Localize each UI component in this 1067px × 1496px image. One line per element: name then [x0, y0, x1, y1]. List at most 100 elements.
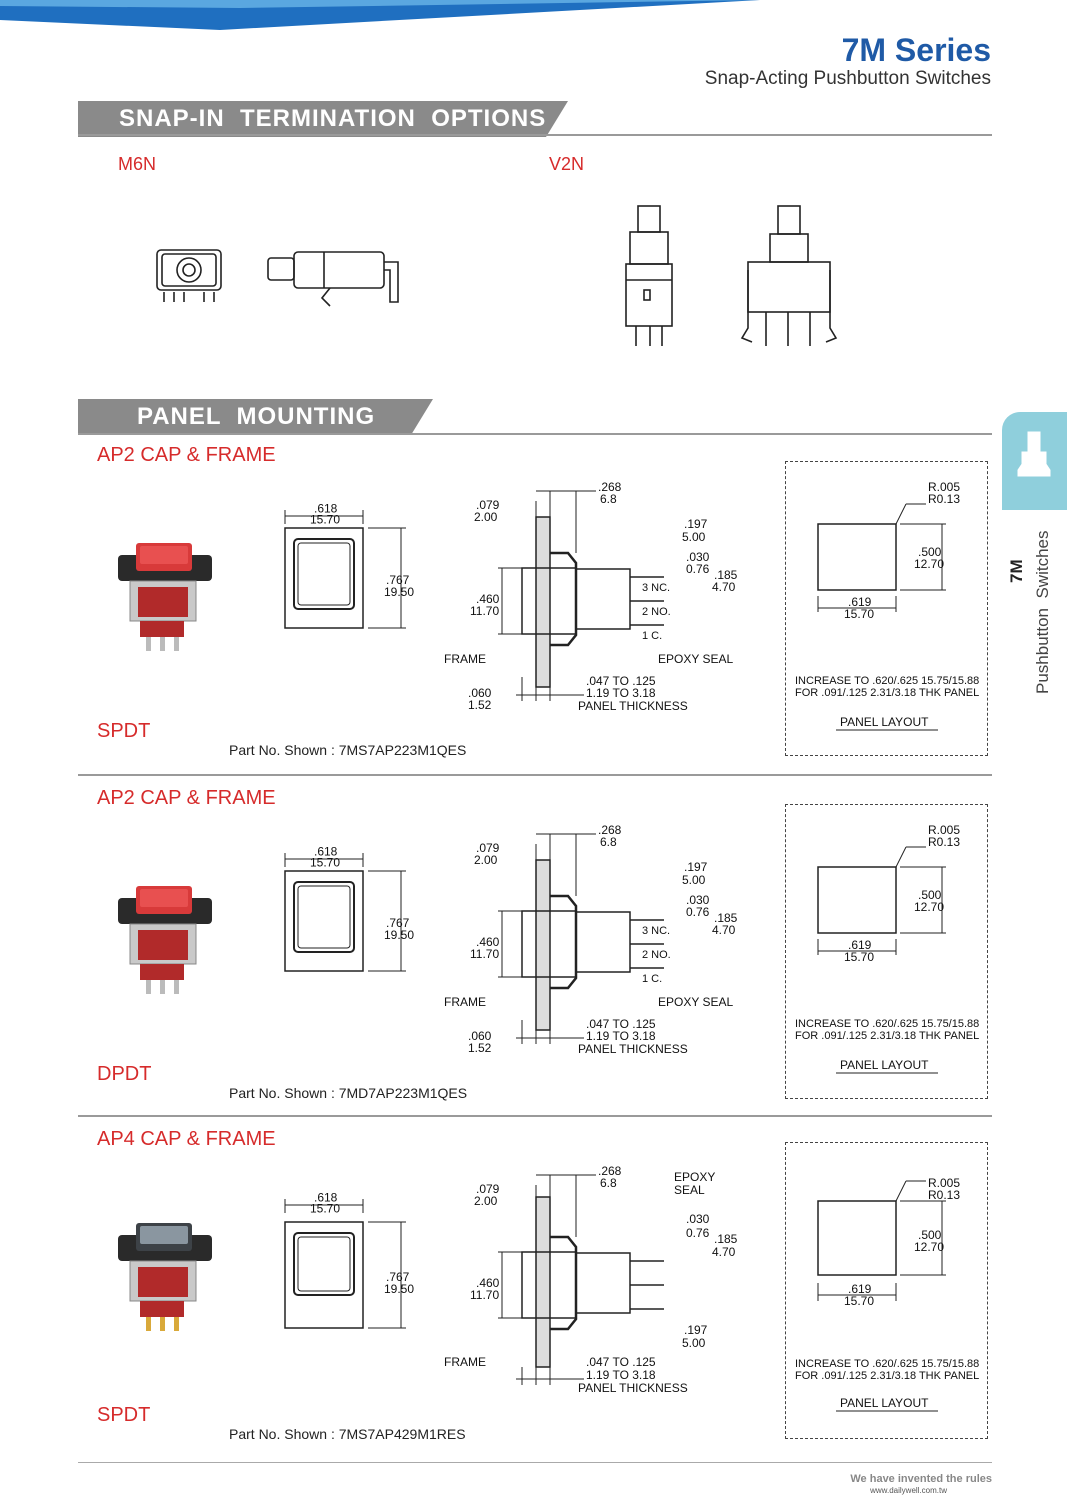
panel-heading: PANEL MOUNTING [137, 403, 376, 430]
frame-label: FRAME [444, 1355, 486, 1369]
thickness-mm: 1.19 TO 3.18 [586, 686, 656, 700]
part-number: Part No. Shown : 7MS7AP429M1RES [229, 1426, 466, 1442]
section-title: AP4 CAP & FRAME [97, 1128, 276, 1150]
dim-c-mm: 5.00 [682, 1336, 706, 1350]
thickness-in: .047 TO .125 [586, 1017, 656, 1031]
layout-note-1: INCREASE TO .620/.625 15.75/15.88 [795, 1358, 979, 1370]
dim-e-mm: 4.70 [712, 923, 736, 937]
panel-layout-label: PANEL LAYOUT [840, 1058, 929, 1072]
dim-a-mm: 2.00 [474, 853, 498, 867]
switch-type: SPDT [97, 1404, 151, 1426]
panel-layout-box: R.005 R0.13 .500 12.70 .619 15.70 INCREA… [785, 1142, 988, 1439]
front-height-mm: 19.50 [384, 1282, 414, 1296]
frame-label: FRAME [444, 995, 486, 1009]
frame-label: FRAME [444, 652, 486, 666]
layout-width-mm: 15.70 [844, 607, 874, 621]
terminal-c: 1 C. [642, 973, 662, 985]
layout-note-1: INCREASE TO .620/.625 15.75/15.88 [795, 1018, 979, 1030]
dim-e-in: .185 [714, 568, 738, 582]
dim-b-in: .268 [598, 1164, 622, 1178]
layout-note-1: INCREASE TO .620/.625 15.75/15.88 [795, 675, 979, 687]
layout-width-in: .619 [848, 938, 872, 952]
dim-a-mm: 2.00 [474, 1194, 498, 1208]
epoxy-seal-label: EPOXY SEAL [658, 652, 733, 666]
section-title: AP2 CAP & FRAME [97, 787, 276, 809]
front-height-in: .767 [386, 1270, 410, 1284]
panel-heading-bar: PANEL MOUNTING [78, 399, 433, 435]
dim-d-mm: 0.76 [686, 562, 710, 576]
layout-height-in: .500 [918, 888, 942, 902]
section-divider [78, 774, 992, 776]
front-height-mm: 19.50 [384, 585, 414, 599]
side-view-drawing: .079 2.00 .268 6.8 .460 11.70 .197 5.00 … [444, 823, 738, 1056]
footer-tagline: We have invented the rules [850, 1473, 992, 1485]
section-title: AP2 CAP & FRAME [97, 444, 276, 466]
layout-width-in: .619 [848, 1282, 872, 1296]
layout-height-in: .500 [918, 1228, 942, 1242]
front-height-in: .767 [386, 573, 410, 587]
layout-height-in: .500 [918, 545, 942, 559]
layout-note-2: FOR .091/.125 2.31/3.18 THK PANEL [795, 687, 979, 699]
dim-d-in: .030 [686, 550, 710, 564]
dim-c-in: .197 [684, 860, 708, 874]
front-width-mm: 15.70 [310, 513, 340, 527]
dim-a-in: .079 [476, 498, 500, 512]
side-view-drawing: .079 2.00 .268 6.8 .460 11.70 .197 5.00 … [444, 480, 738, 713]
dim-d-in: .030 [686, 1212, 710, 1226]
dim-f-in: .460 [476, 592, 500, 606]
section-divider [78, 1115, 992, 1117]
layout-width-mm: 15.70 [844, 950, 874, 964]
dim-f-in: .460 [476, 935, 500, 949]
dim-a-mm: 2.00 [474, 510, 498, 524]
front-width-mm: 15.70 [310, 856, 340, 870]
front-width-mm: 15.70 [310, 1202, 340, 1216]
side-view-labels: EPOXY SEAL [674, 1170, 715, 1197]
front-width-in: .618 [314, 502, 338, 516]
layout-width-mm: 15.70 [844, 1294, 874, 1308]
layout-height-mm: 12.70 [914, 900, 944, 914]
dim-e-in: .185 [714, 911, 738, 925]
front-view-drawing: .618 15.70 .767 19.50 [284, 845, 414, 972]
footer-url[interactable]: www.dailywell.com.tw [870, 1486, 947, 1495]
switch-photo [118, 543, 212, 651]
snapin-heading: SNAP-IN TERMINATION OPTIONS [119, 105, 547, 132]
dim-a-in: .079 [476, 841, 500, 855]
dim-b-mm: 6.8 [600, 492, 617, 506]
dim-g-mm: 1.52 [468, 1041, 492, 1055]
panel-layout-drawing: R.005 R0.13 .500 12.70 .619 15.70 INCREA… [795, 823, 979, 1074]
series-title: 7M Series [841, 32, 991, 68]
v2n-drawing [625, 205, 838, 346]
side-tab[interactable] [1002, 412, 1067, 510]
terminal-nc: 3 NC. [642, 925, 670, 937]
layout-height-mm: 12.70 [914, 557, 944, 571]
layout-radius-mm: R0.13 [928, 1188, 960, 1202]
layout-radius-in: R.005 [928, 1176, 960, 1190]
series-subtitle: Snap-Acting Pushbutton Switches [704, 68, 991, 89]
snapin-rule [78, 134, 992, 136]
panel-rule [78, 433, 992, 435]
layout-radius-in: R.005 [928, 480, 960, 494]
layout-height-mm: 12.70 [914, 1240, 944, 1254]
front-width-in: .618 [314, 845, 338, 859]
layout-radius-mm: R0.13 [928, 492, 960, 506]
dim-d-in: .030 [686, 893, 710, 907]
thickness-in: .047 TO .125 [586, 1355, 656, 1369]
front-height-in: .767 [386, 916, 410, 930]
front-height-mm: 19.50 [384, 928, 414, 942]
option-v2n-label: V2N [549, 154, 585, 174]
thickness-mm: 1.19 TO 3.18 [586, 1029, 656, 1043]
dim-g-mm: 1.52 [468, 698, 492, 712]
dim-f-mm: 11.70 [470, 604, 499, 618]
switch-type: SPDT [97, 720, 151, 742]
switch-type: DPDT [97, 1063, 152, 1085]
dim-c-mm: 5.00 [682, 530, 706, 544]
dim-b-in: .268 [598, 823, 622, 837]
epoxy-seal-label: EPOXY SEAL [658, 995, 733, 1009]
thickness-mm: 1.19 TO 3.18 [586, 1368, 656, 1382]
epoxy-label-1: EPOXY [674, 1170, 715, 1184]
thickness-label: PANEL THICKNESS [578, 1042, 688, 1056]
switch-photo [118, 886, 212, 994]
panel-layout-drawing: R.005 R0.13 .500 12.70 .619 15.70 INCREA… [795, 480, 979, 731]
